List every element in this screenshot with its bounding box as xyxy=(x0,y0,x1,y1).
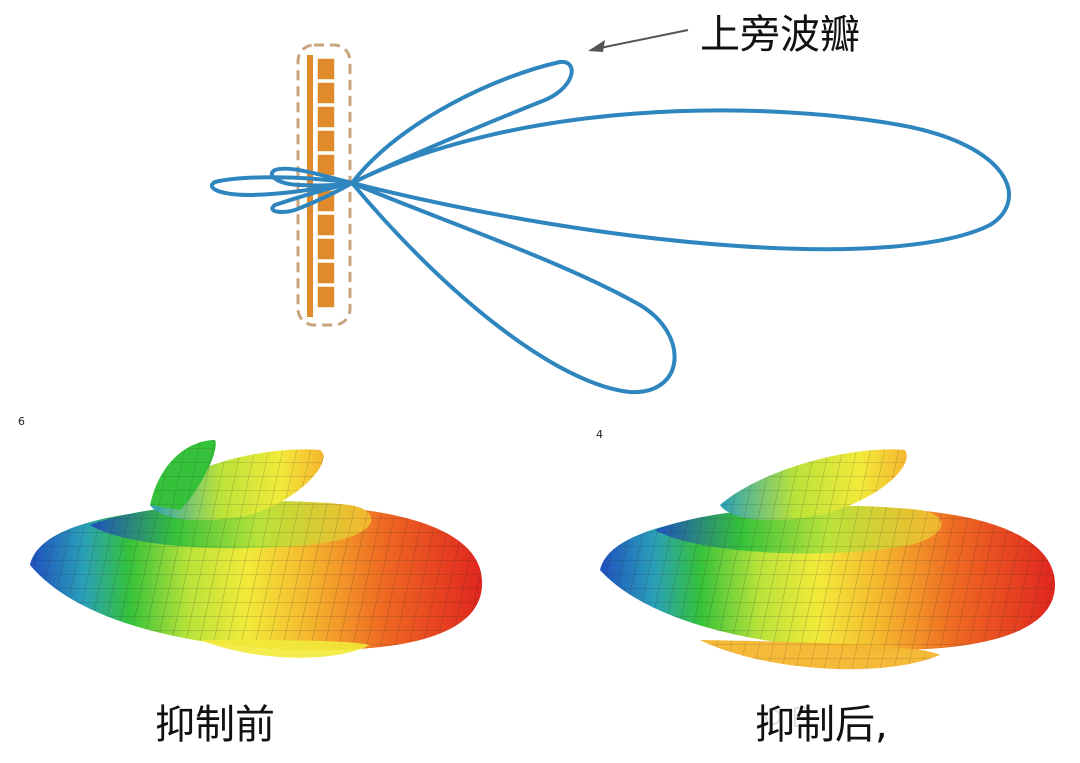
caption-before: 抑制前 xyxy=(155,702,275,748)
back-lobe xyxy=(210,175,354,197)
array-element xyxy=(316,237,336,261)
watermark-logo xyxy=(765,707,810,727)
sidelobe-arrow xyxy=(588,29,689,52)
pattern-3d-before xyxy=(30,440,483,658)
corner-number-right: 4 xyxy=(596,428,603,441)
main-lobe xyxy=(350,108,1011,252)
array-element xyxy=(316,81,336,105)
polar-pattern-2d xyxy=(210,29,1011,395)
lower-side-lobe xyxy=(350,181,677,395)
array-element xyxy=(316,105,336,129)
back-side-lobe-upper xyxy=(269,166,354,188)
array-element xyxy=(316,129,336,153)
array-element xyxy=(316,213,336,237)
lower-petal-before xyxy=(200,640,370,658)
array-elements xyxy=(316,57,336,309)
sidelobe-label: 上旁波瓣 xyxy=(700,12,860,58)
array-element xyxy=(316,285,336,309)
upper-side-lobe xyxy=(350,59,574,185)
array-element xyxy=(316,261,336,285)
caption-after: 抑制后, xyxy=(755,702,888,748)
back-side-lobe-lower xyxy=(270,181,354,214)
corner-number-left: 6 xyxy=(18,415,25,428)
arrow-head-icon xyxy=(588,40,605,52)
pattern-3d-after xyxy=(600,449,1055,670)
array-element xyxy=(316,57,336,81)
